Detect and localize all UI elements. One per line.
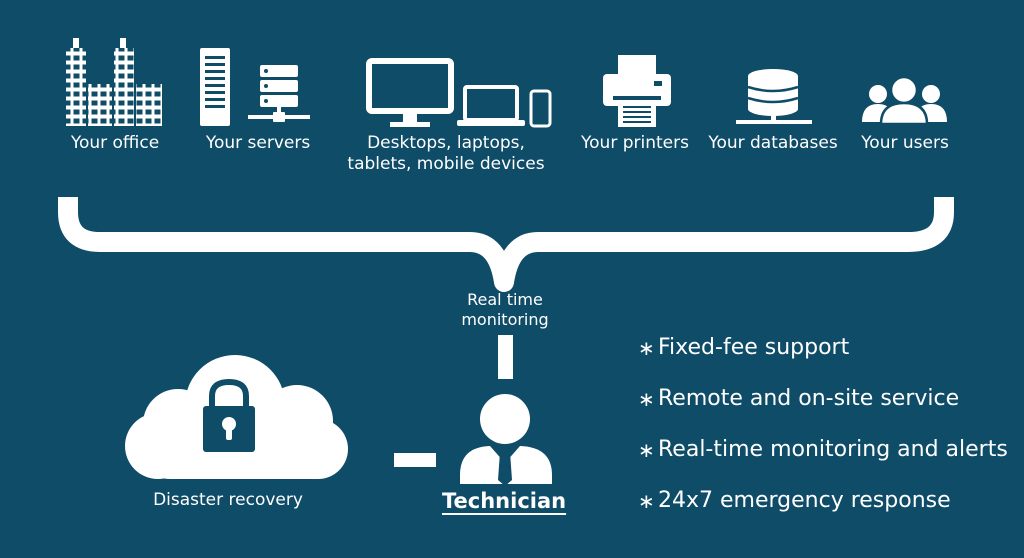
cloud-lock-icon bbox=[125, 355, 348, 479]
devices-label-line2: tablets, mobile devices bbox=[347, 154, 545, 174]
monitoring-label-line2: monitoring bbox=[461, 310, 549, 329]
server-icon bbox=[200, 48, 310, 126]
monitoring-label-line1: Real time bbox=[467, 290, 543, 309]
service-text: Fixed-fee support bbox=[658, 335, 850, 360]
service-item: ∗Real-time monitoring and alerts bbox=[638, 436, 1008, 487]
service-text: 24x7 emergency response bbox=[658, 488, 951, 513]
users-label: Your users bbox=[861, 133, 949, 153]
service-text: Real-time monitoring and alerts bbox=[658, 437, 1008, 462]
service-text: Remote and on-site service bbox=[658, 386, 960, 411]
technician-icon bbox=[460, 394, 552, 486]
bullet-icon: ∗ bbox=[638, 387, 655, 411]
servers-label: Your servers bbox=[205, 133, 311, 153]
devices-icon bbox=[366, 58, 552, 128]
bracket-connector bbox=[58, 197, 954, 292]
bullet-icon: ∗ bbox=[638, 489, 655, 513]
databases-label: Your databases bbox=[708, 133, 838, 153]
devices-label: Desktops, laptops, tablets, mobile devic… bbox=[340, 133, 552, 175]
service-item: ∗Remote and on-site service bbox=[638, 385, 1008, 436]
printers-label: Your printers bbox=[581, 133, 689, 153]
monitoring-label: Real time monitoring bbox=[444, 290, 566, 330]
disaster-recovery-label: Disaster recovery bbox=[153, 490, 303, 510]
bullet-icon: ∗ bbox=[638, 438, 655, 462]
recovery-connector bbox=[394, 453, 436, 467]
monitoring-connector bbox=[498, 335, 513, 379]
users-icon bbox=[862, 75, 947, 126]
services-list: ∗Fixed-fee support ∗Remote and on-site s… bbox=[638, 334, 1008, 538]
service-item: ∗Fixed-fee support bbox=[638, 334, 1008, 385]
bullet-icon: ∗ bbox=[638, 336, 655, 360]
database-icon bbox=[736, 69, 812, 124]
service-item: ∗24x7 emergency response bbox=[638, 487, 1008, 538]
printer-icon bbox=[603, 55, 671, 127]
technician-label: Technician bbox=[442, 489, 567, 513]
office-label: Your office bbox=[70, 133, 160, 153]
office-buildings-icon bbox=[66, 38, 162, 126]
devices-label-line1: Desktops, laptops, bbox=[367, 133, 525, 153]
